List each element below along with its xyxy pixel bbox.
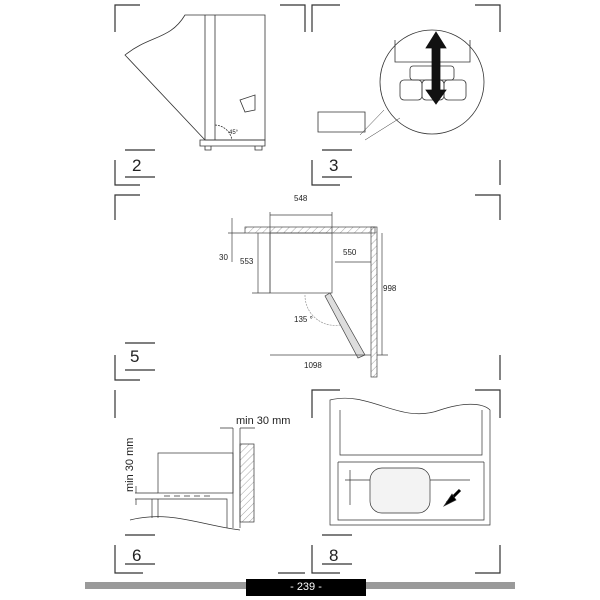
dim-30: 30 [219,253,228,262]
figure-5-door-clearance [228,212,388,378]
dim-550: 550 [343,248,357,257]
page-number: - 239 - [246,579,366,596]
figure-number-6: 6 [132,546,141,565]
dim-553: 553 [240,257,254,266]
corner-brackets [114,4,501,574]
figure-8-compressor-area [329,397,491,526]
dim-548: 548 [294,194,308,203]
dim-135-angle: 135 ° [294,315,313,324]
figure-number-8: 8 [329,546,338,565]
figure-6-ventilation-clearance [129,427,255,531]
side-clearance-label: min 30 mm [236,415,290,427]
figure-number-3: 3 [329,156,338,175]
figure-number-5: 5 [130,347,139,366]
figure-3-adjustable-feet [317,29,485,141]
dim-998: 998 [383,284,397,293]
dim-1098: 1098 [304,361,322,370]
figure-number-2: 2 [132,156,141,175]
figure-2-door-tilt [124,14,266,151]
bottom-clearance-label: min 30 mm [124,438,136,492]
tilt-angle-label: 45° [229,130,239,136]
